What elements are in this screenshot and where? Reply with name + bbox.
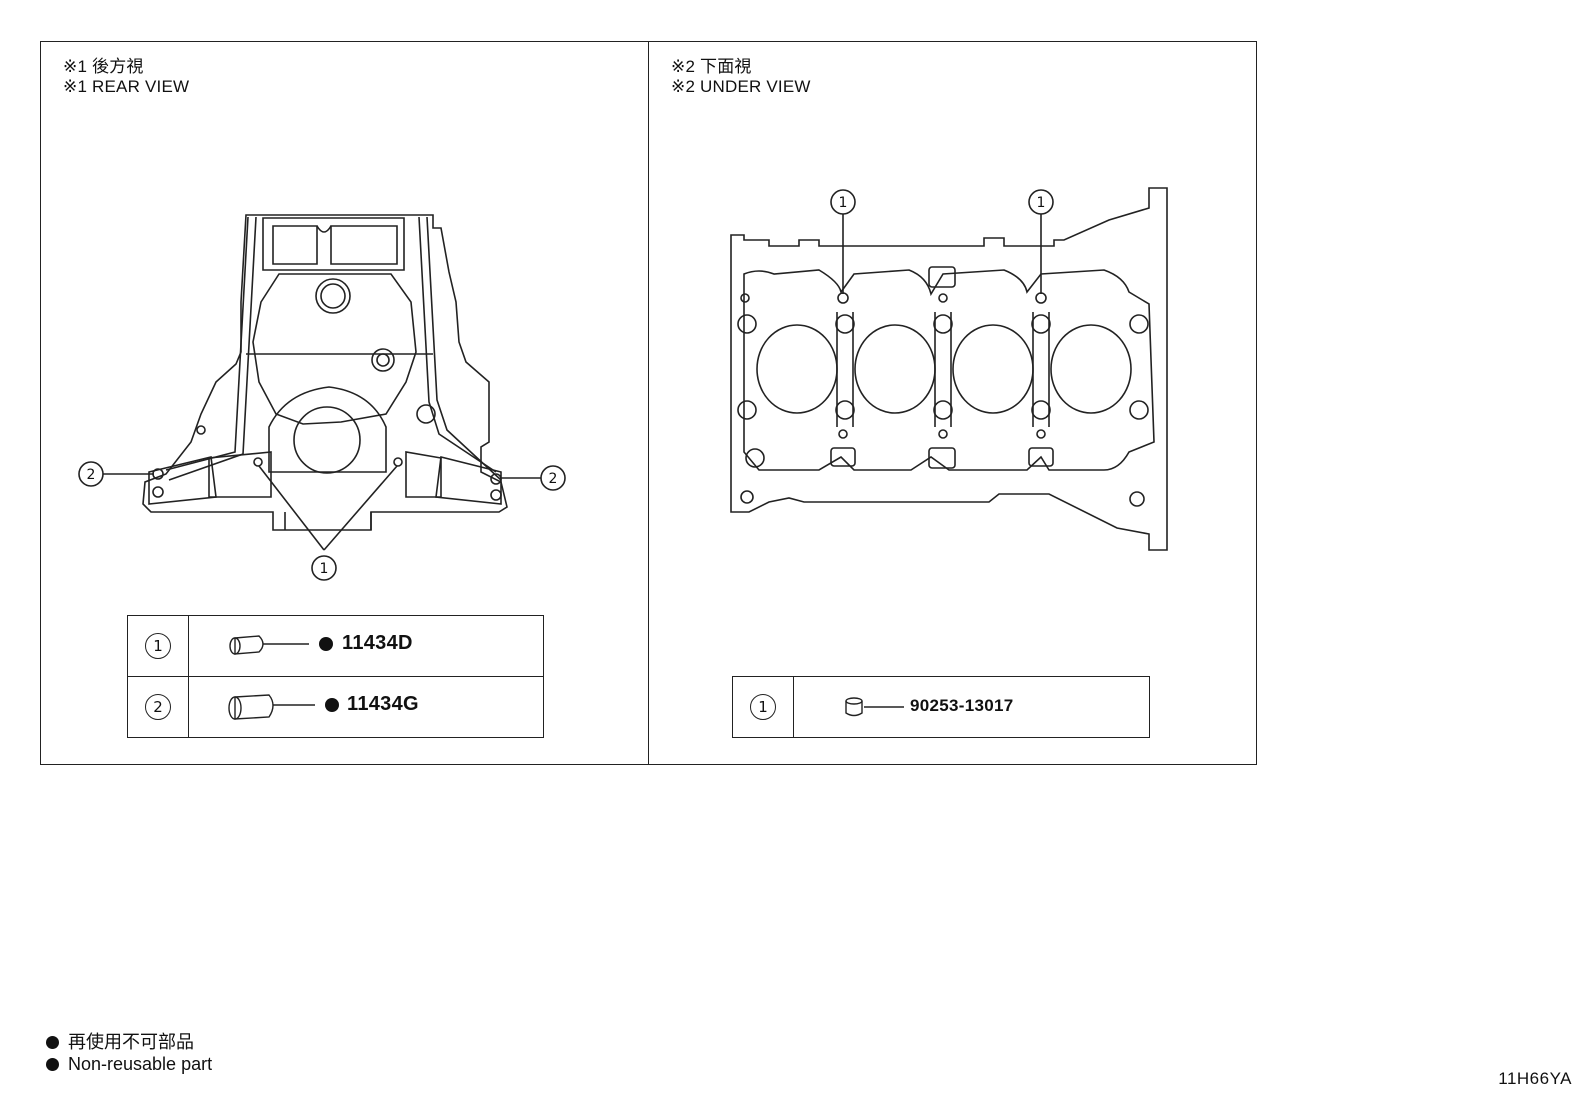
part-ref-number: 1: [145, 633, 171, 659]
legend-en: Non-reusable part: [46, 1054, 212, 1075]
rear-callout-1: 1: [320, 561, 329, 577]
pin-dowel-large-icon: [228, 694, 339, 720]
part-number: 90253-13017: [910, 696, 1014, 715]
under-view-title-jp: ※2 下面視: [671, 57, 752, 76]
image-code: 11H66YA: [1498, 1069, 1572, 1088]
legend-en-text: Non-reusable part: [68, 1054, 213, 1074]
under-callout-1-left: 1: [839, 195, 848, 211]
under-view-panel: ※2 下面視 ※2 UNDER VIEW: [648, 41, 1257, 765]
rear-view-panel: ※1 後方視 ※1 REAR VIEW: [40, 41, 649, 765]
table-row: 2 11434G: [127, 676, 544, 738]
part-number: 11434D: [342, 632, 413, 654]
under-view-title-en: ※2 UNDER VIEW: [671, 77, 811, 96]
part-ref-number: 2: [145, 694, 171, 720]
legend-jp: 再使用不可部品: [46, 1028, 194, 1054]
table-row: 1 11434D: [127, 615, 544, 677]
non-reusable-dot-icon: [46, 1036, 59, 1049]
non-reusable-dot-icon: [325, 698, 339, 712]
part-number: 11434G: [347, 693, 419, 715]
straight-pin-icon: [845, 697, 904, 717]
rear-view-title-jp: ※1 後方視: [63, 57, 144, 76]
under-view-engine-block-drawing: 1 1: [730, 187, 1168, 551]
non-reusable-dot-icon: [319, 637, 333, 651]
under-parts-table: 1 90253-13017: [732, 676, 1150, 738]
rear-view-title-en: ※1 REAR VIEW: [63, 77, 190, 96]
rear-parts-table: 1 11434D 2 11434G: [127, 615, 544, 738]
rear-view-engine-block-drawing: 2 2 1: [78, 214, 566, 581]
under-callout-1-right: 1: [1037, 195, 1046, 211]
part-ref-number: 1: [750, 694, 776, 720]
table-row: 1 90253-13017: [732, 676, 1150, 738]
non-reusable-dot-icon: [46, 1058, 59, 1071]
rear-callout-2-right: 2: [549, 471, 558, 487]
rear-callout-2-left: 2: [87, 467, 96, 483]
legend-jp-text: 再使用不可部品: [68, 1032, 194, 1052]
pin-dowel-icon: [229, 635, 333, 655]
